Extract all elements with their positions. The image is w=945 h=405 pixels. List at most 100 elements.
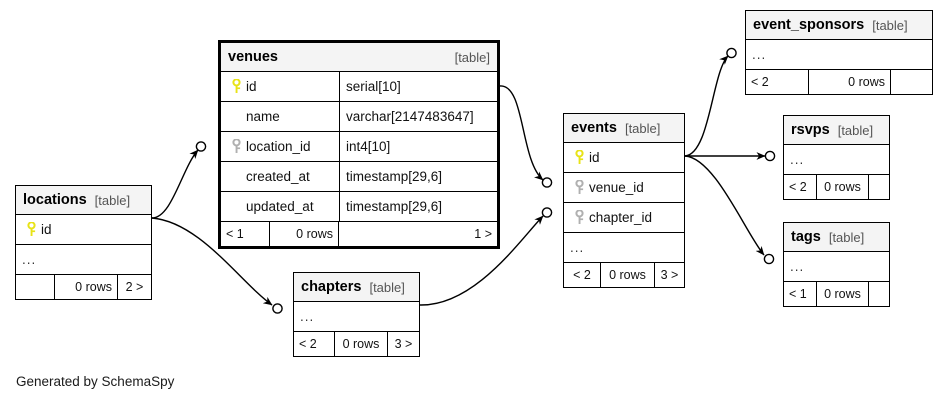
column-label: venue_id [589,180,644,195]
footer-parents-count[interactable]: < 2 [299,337,317,351]
footer-children-count[interactable]: 2 > [117,275,151,299]
footer-children-count[interactable]: 1 > [338,222,497,246]
column-label: id [246,79,257,94]
table-locations[interactable]: locations [table] id ... 0 rows 2 > [15,185,152,300]
column-type: serial[10] [339,72,497,101]
column-label: updated_at [246,199,314,214]
column-name-cell: id [564,143,684,172]
table-header-locations: locations [table] [16,186,151,215]
table-type-tag: [table] [624,120,661,136]
table-title: chapters [301,278,362,295]
footer-parents-count[interactable]: < 2 [573,268,591,282]
table-type-tag: [table] [828,229,865,245]
table-rsvps[interactable]: rsvps [table] ... < 2 0 rows [783,115,890,200]
column-row-created_at[interactable]: created_at timestamp[29,6] [221,162,497,192]
column-label: id [589,150,600,165]
table-header-chapters: chapters [table] [294,273,419,302]
column-label: name [246,109,280,124]
table-type-tag: [table] [454,49,490,65]
column-type: timestamp[29,6] [339,192,497,221]
footer-children-count[interactable] [868,175,889,199]
edge-locations-to-venues [151,141,207,219]
table-title: venues [228,48,278,65]
table-type-tag: [table] [837,122,874,138]
column-label: id [41,222,52,237]
column-name-cell: name [221,102,339,131]
column-row-name[interactable]: name varchar[2147483647] [221,102,497,132]
table-tags[interactable]: tags [table] ... < 1 0 rows [783,222,890,307]
footer-row-count: 0 rows [600,263,654,287]
footer-row-count: 0 rows [54,275,117,299]
column-row-id[interactable]: id [564,143,684,173]
footer-row-count: 0 rows [816,175,868,199]
column-row-id[interactable]: id serial[10] [221,72,497,102]
footer-row-count: 0 rows [808,70,890,94]
more-columns-indicator[interactable]: ... [784,252,889,282]
table-title: rsvps [791,121,830,138]
primary-key-icon [227,79,246,94]
edge-events-to-rsvps [685,150,776,162]
footer-parents-count[interactable]: < 2 [789,180,807,194]
table-title: tags [791,228,821,245]
column-label: chapter_id [589,210,653,225]
edge-events-to-event-sponsors [684,47,737,157]
footer-children-count[interactable] [868,282,889,306]
table-footer-chapters: < 2 0 rows 3 > [294,332,419,356]
table-footer-venues: < 1 0 rows 1 > [221,222,497,246]
more-columns-indicator[interactable]: ... [294,302,419,332]
column-type: varchar[2147483647] [339,102,497,131]
footer-parents-count[interactable]: < 1 [789,287,807,301]
foreign-key-icon [570,210,589,225]
table-header-tags: tags [table] [784,223,889,252]
more-columns-indicator[interactable]: ... [16,245,151,275]
edge-venues-to-events [499,85,553,188]
table-header-events: events [table] [564,114,684,143]
footer-row-count: 0 rows [334,332,387,356]
column-name-cell: chapter_id [564,203,684,232]
table-venues[interactable]: venues [table] id serial[10] name varcha… [218,40,500,249]
table-footer-events: < 2 0 rows 3 > [564,263,684,287]
column-row-id[interactable]: id [16,215,151,245]
footer-parents-count[interactable]: < 1 [226,227,244,241]
foreign-key-icon [227,139,246,154]
more-columns-indicator[interactable]: ... [564,233,684,263]
column-row-chapter_id[interactable]: chapter_id [564,203,684,233]
column-row-location_id[interactable]: location_id int4[10] [221,132,497,162]
column-type: int4[10] [339,132,497,161]
table-footer-event-sponsors: < 2 0 rows [746,70,932,94]
more-columns-indicator[interactable]: ... [784,145,889,175]
footer-children-count[interactable]: 3 > [654,263,684,287]
table-events[interactable]: events [table] id venue_id [563,113,685,288]
footer-row-count: 0 rows [269,222,338,246]
footer-parents-count[interactable]: < 2 [751,75,769,89]
footer-row-count: 0 rows [816,282,868,306]
table-header-venues: venues [table] [221,43,497,72]
table-type-tag: [table] [94,192,131,208]
table-footer-tags: < 1 0 rows [784,282,889,306]
table-footer-rsvps: < 2 0 rows [784,175,889,199]
table-event-sponsors[interactable]: event_sponsors [table] ... < 2 0 rows [745,10,933,95]
table-header-event-sponsors: event_sponsors [table] [746,11,932,40]
column-name-cell: created_at [221,162,339,191]
table-title: locations [23,191,87,208]
table-footer-locations: 0 rows 2 > [16,275,151,299]
foreign-key-icon [570,180,589,195]
table-header-rsvps: rsvps [table] [784,116,889,145]
generated-by-caption: Generated by SchemaSpy [16,374,175,389]
more-columns-indicator[interactable]: ... [746,40,932,70]
column-label: location_id [246,139,311,154]
table-type-tag: [table] [369,279,405,295]
column-label: created_at [246,169,310,184]
footer-children-count[interactable] [890,70,932,94]
footer-parents-count[interactable] [16,275,54,299]
table-title: events [571,119,617,136]
column-row-updated_at[interactable]: updated_at timestamp[29,6] [221,192,497,222]
column-name-cell: location_id [221,132,339,161]
table-chapters[interactable]: chapters [table] ... < 2 0 rows 3 > [293,272,420,357]
column-name-cell: updated_at [221,192,339,221]
column-row-venue_id[interactable]: venue_id [564,173,684,203]
footer-children-count[interactable]: 3 > [387,332,419,356]
column-name-cell: venue_id [564,173,684,202]
table-title: event_sponsors [753,16,865,33]
